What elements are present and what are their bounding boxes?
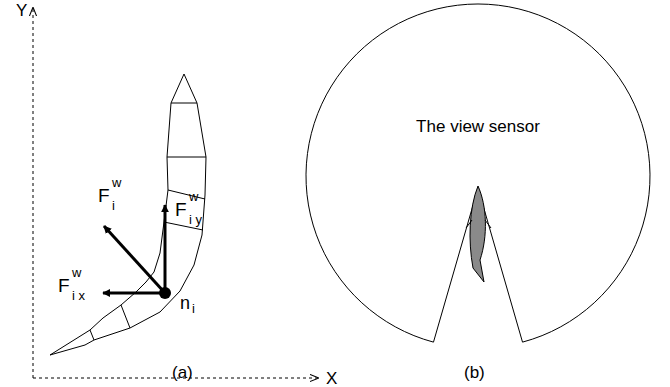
- axis-label: Y: [16, 2, 27, 19]
- force-subscript: i y: [189, 213, 202, 226]
- node-point: [159, 287, 171, 299]
- force-vectors: [103, 205, 165, 293]
- view-sensor-region: The view sensor: [304, 2, 652, 354]
- force-superscript: w: [189, 190, 198, 203]
- y-axis: [33, 8, 34, 378]
- node-label: n: [180, 294, 190, 312]
- force-superscript: w: [112, 176, 121, 189]
- sensor-label: The view sensor: [416, 118, 540, 135]
- force-superscript: w: [72, 266, 81, 279]
- node-subscript: i: [192, 302, 195, 315]
- force-label: F: [175, 200, 187, 219]
- view-sensor-outline: [304, 2, 652, 354]
- panel-label: (a): [172, 364, 193, 381]
- force-subscript: i: [112, 199, 115, 212]
- axis-label: X: [326, 370, 337, 387]
- force-subscript: i x: [72, 289, 85, 302]
- fish-body: [50, 74, 206, 355]
- force-label: F: [58, 276, 70, 295]
- force-label: F: [98, 186, 110, 205]
- panel-label: (b): [464, 364, 485, 381]
